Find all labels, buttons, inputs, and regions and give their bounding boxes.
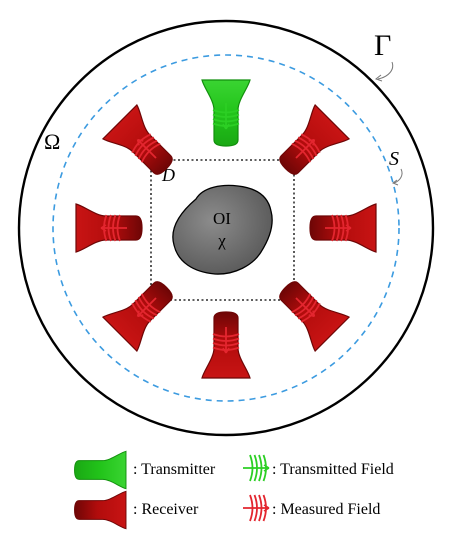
field-glyph-ring (100, 103, 352, 354)
legend-measured-field-label: : Measured Field (272, 501, 380, 518)
legend: : Transmitter : Receiver : Transmitted F… (74, 450, 394, 530)
legend-receiver-icon (74, 490, 127, 530)
domain-box (150, 159, 295, 301)
transmitted-field-glyph (212, 103, 240, 130)
legend-measured-field-icon (243, 494, 270, 522)
surface-pointer (393, 168, 403, 184)
measured-field-glyph (291, 133, 321, 163)
legend-transmitted-field-label: : Transmitted Field (272, 461, 394, 478)
measured-field-glyph (291, 293, 321, 323)
measured-field-glyph (100, 214, 127, 242)
legend-transmitter-icon (74, 450, 127, 490)
measured-field-glyph (212, 327, 240, 354)
surface-label: S (389, 148, 399, 170)
measured-field-glyph (131, 133, 161, 163)
measurement-surface-circle (52, 54, 400, 402)
legend-receiver-label: : Receiver (133, 501, 199, 518)
object-of-interest (172, 184, 273, 275)
legend-transmitter-label: : Transmitter (133, 461, 216, 478)
measured-field-glyph (325, 214, 352, 242)
gamma-pointer (377, 61, 394, 80)
gamma-label: Γ (374, 29, 391, 62)
measured-field-glyph (131, 293, 161, 323)
omega-label: Ω (44, 129, 60, 154)
gamma-pointer-head (374, 74, 383, 82)
surface-pointer-head (391, 179, 399, 186)
contrast-label: χ (217, 231, 226, 250)
outer-boundary-circle (17, 19, 435, 437)
legend-transmitted-field-icon (243, 454, 270, 482)
object-label: OI (213, 209, 231, 228)
